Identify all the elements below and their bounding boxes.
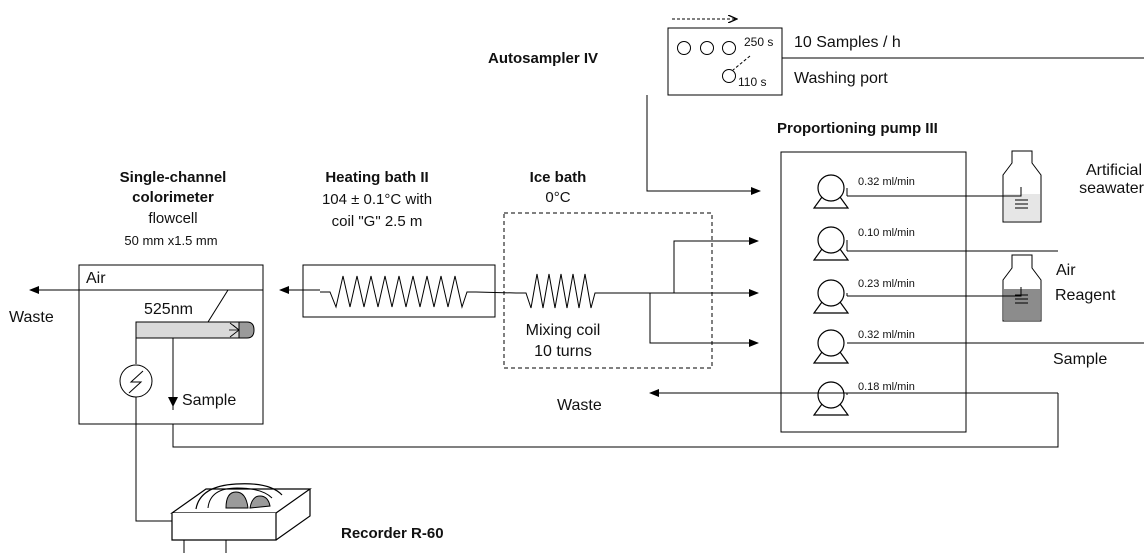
pump-roller — [812, 329, 850, 364]
proportioning-pump — [780, 151, 967, 433]
flowcell-body — [135, 321, 240, 339]
pump-roller — [812, 174, 850, 209]
heating-bath-temp: 104 ± 0.1°C with — [321, 191, 433, 208]
wash-cup — [722, 69, 736, 83]
lamp — [238, 321, 255, 339]
probe-dashed-line — [732, 55, 751, 71]
connection-lines — [279, 286, 517, 294]
autosampler-box — [667, 27, 783, 96]
sample-cup — [700, 41, 714, 55]
lightning-icon — [128, 370, 144, 394]
colorimeter-title-2: colorimeter — [132, 189, 214, 206]
sample-outlet — [172, 337, 183, 410]
colorimeter-title-1: Single-channel — [119, 169, 227, 186]
air-input-label: Air — [1056, 262, 1076, 279]
pump-flow-rate: 0.23 ml/min — [858, 278, 915, 290]
mixing-coil — [516, 273, 600, 309]
recorder-label: Recorder R-60 — [341, 525, 444, 542]
sample-cup — [677, 41, 691, 55]
sample-arrowhead — [168, 397, 178, 407]
pump-flow-rate: 0.18 ml/min — [858, 381, 915, 393]
pump-flow-rate: 0.10 ml/min — [858, 227, 915, 239]
pump-roller — [812, 381, 850, 416]
colorimeter-sample-label: Sample — [182, 392, 237, 409]
ice-bath-temp: 0°C — [545, 189, 571, 206]
recorder-icon — [170, 483, 312, 553]
reagent-bottle — [1002, 254, 1042, 322]
flowcell-dimensions: 50 mm x1.5 mm — [124, 233, 218, 248]
colorimeter-air-label: Air — [86, 270, 106, 287]
ice-bath — [503, 212, 713, 369]
heating-bath-coil: coil "G" 2.5 m — [331, 213, 423, 230]
seawater-bottle — [1002, 150, 1042, 223]
manifold-lines — [172, 237, 1059, 448]
heating-bath-box — [302, 264, 496, 318]
mixing-coil-turns: 10 turns — [534, 343, 592, 360]
pump-title: Proportioning pump III — [777, 120, 938, 137]
artificial-seawater-label-2: seawater — [1079, 180, 1144, 197]
pump-flow-rate: 0.32 ml/min — [858, 329, 915, 341]
pump-flow-rate: 0.32 ml/min — [858, 176, 915, 188]
wavelength-label: 525nm — [144, 301, 193, 318]
autosampler — [667, 19, 783, 96]
light-rays — [229, 322, 240, 338]
pump-roller — [812, 279, 850, 314]
pump-roller — [812, 226, 850, 261]
mixing-coil-label: Mixing coil — [525, 322, 601, 339]
sample-cup — [722, 41, 736, 55]
autosampler-rate: 10 Samples / h — [794, 34, 901, 51]
autosampler-wash-time: 110 s — [738, 75, 767, 89]
reagent-label: Reagent — [1055, 287, 1116, 304]
flowcell-label: flowcell — [148, 210, 198, 227]
artificial-seawater-label-1: Artificial — [1085, 162, 1142, 179]
sample-input-label: Sample — [1053, 351, 1108, 368]
recorder-cable — [135, 397, 172, 522]
autosampler-sample-time: 250 s — [744, 35, 774, 49]
detector-icon — [119, 364, 153, 398]
colorimeter — [29, 264, 264, 522]
washing-port-label: Washing port — [794, 70, 888, 87]
flowcell-inlet — [207, 289, 229, 323]
autosampler-lines — [646, 57, 1144, 195]
autosampler-title: Autosampler IV — [488, 50, 599, 67]
waste-outlet-label: Waste — [9, 309, 54, 326]
pump-box — [780, 151, 967, 433]
heating-bath — [302, 264, 496, 318]
heating-coil — [320, 275, 476, 309]
ice-bath-title: Ice bath — [529, 169, 587, 186]
waste-return-label: Waste — [557, 397, 602, 414]
heating-bath-title: Heating bath II — [325, 169, 429, 186]
